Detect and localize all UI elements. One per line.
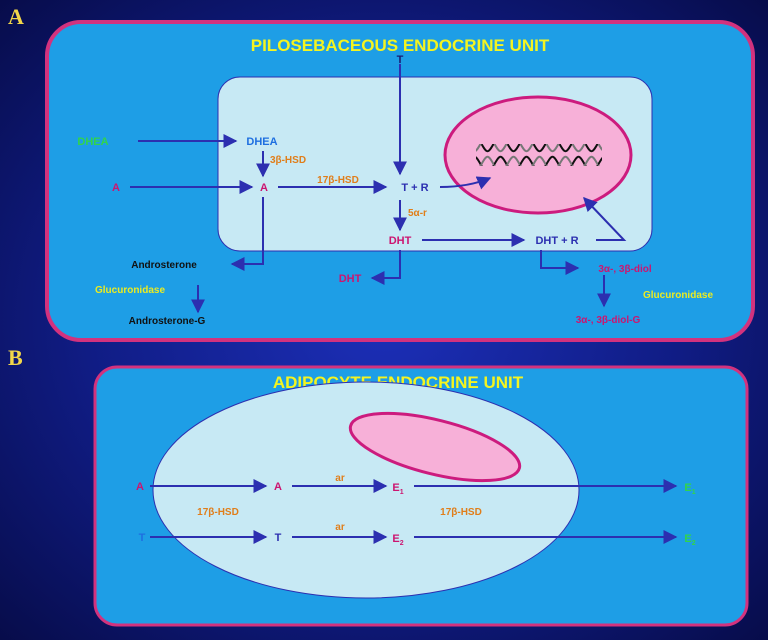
dht-inner-label: DHT — [389, 235, 412, 247]
androsterone-g-label: Androsterone-G — [129, 316, 206, 327]
e2-out-label: E2 — [684, 533, 695, 547]
hsd-17b-label: 17β-HSD — [317, 175, 359, 186]
aromatase-top-label: ar — [335, 473, 345, 484]
hsd-right-label: 17β-HSD — [440, 507, 482, 518]
glucuronidase-left-label: Glucuronidase — [95, 285, 165, 296]
adipocyte-nucleus — [348, 411, 522, 483]
aromatase-bottom-label: ar — [335, 522, 345, 533]
dhea-inner-label: DHEA — [246, 136, 277, 148]
androsterone-label: Androsterone — [131, 260, 197, 271]
t-input-label: T — [397, 54, 404, 66]
e2-inner-label: E2 — [392, 533, 403, 547]
b-t-inner-label: T — [275, 532, 282, 544]
t-plus-r-label: T + R — [401, 182, 428, 194]
b-a-inner-label: A — [274, 481, 282, 493]
panel-b-letter: B — [8, 345, 23, 370]
diol-label: 3α-, 3β-diol — [598, 264, 652, 275]
panel-a-title: PILOSEBACEOUS ENDOCRINE UNIT — [251, 36, 550, 55]
dhea-outer-label: DHEA — [77, 136, 108, 148]
hsd-3b-label: 3β-HSD — [270, 155, 306, 166]
glucuronidase-right-label: Glucuronidase — [643, 290, 713, 301]
a-inner-label: A — [260, 182, 268, 194]
panel-a-letter: A — [8, 4, 24, 29]
dht-plus-r-label: DHT + R — [535, 235, 578, 247]
dna-helix — [476, 144, 602, 166]
dht-out-label: DHT — [339, 273, 362, 285]
hsd-left-label: 17β-HSD — [197, 507, 239, 518]
panel-b-arrows — [150, 479, 678, 544]
a-outer-label: A — [112, 182, 120, 194]
b-t-outer-label: T — [139, 532, 146, 544]
e1-inner-label: E1 — [392, 482, 403, 496]
diol-g-label: 3α-, 3β-diol-G — [576, 315, 641, 326]
e1-out-label: E1 — [684, 482, 695, 496]
b-a-outer-label: A — [136, 481, 144, 493]
five-alpha-reductase-label: 5α-r — [408, 208, 427, 219]
panel-a-arrows — [130, 64, 627, 314]
